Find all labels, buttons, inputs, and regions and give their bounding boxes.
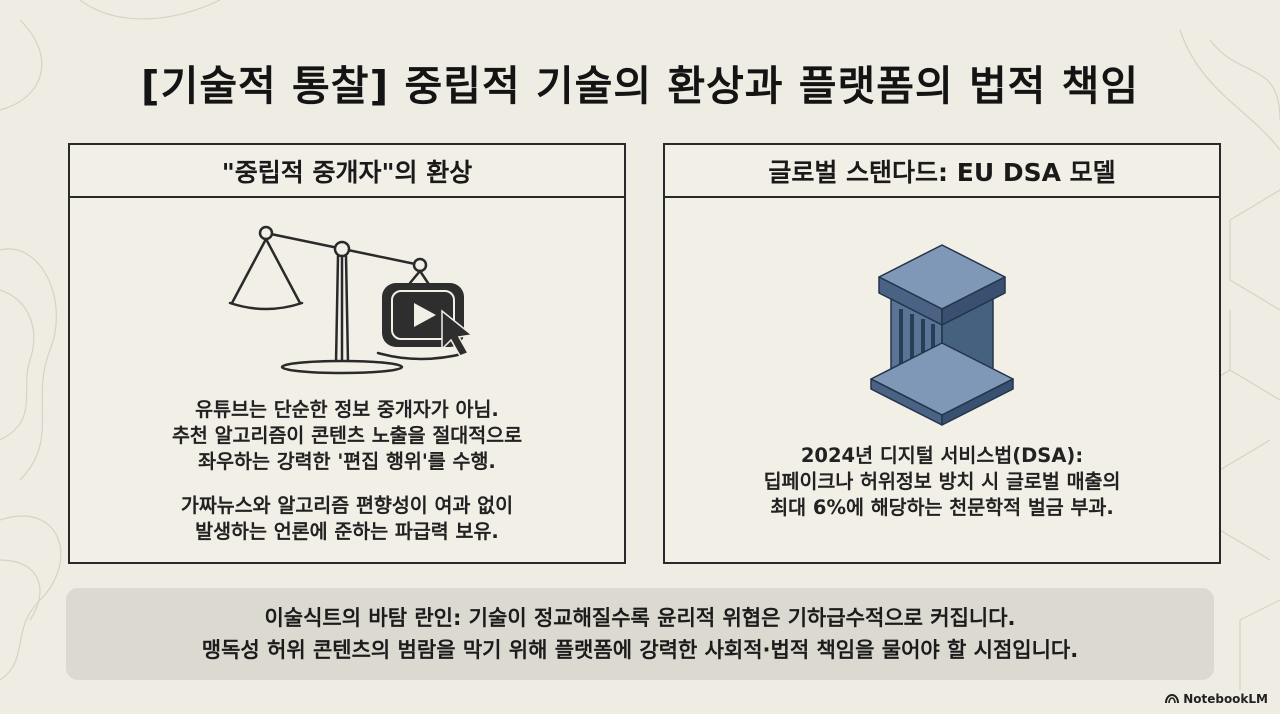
left-panel-text-1: 유튜브는 단순한 정보 중개자가 아님. 추천 알고리즘이 콘텐츠 노출을 절대… xyxy=(70,397,624,475)
brand-label: NotebookLM xyxy=(1183,692,1268,706)
conclusion-line-1: 이술식트의 바탐 란인: 기술이 정교해질수록 윤리적 위협은 기하급수적으로 … xyxy=(264,606,1016,630)
right-panel-heading: 글로벌 스탠다드: EU DSA 모델 xyxy=(665,145,1219,198)
right-text-line: 딥페이크나 허위정보 방치 시 글로벌 매출의 xyxy=(763,470,1121,493)
right-panel: 글로벌 스탠다드: EU DSA 모델 xyxy=(663,143,1221,564)
right-panel-text: 2024년 디지털 서비스법(DSA): 딥페이크나 허위정보 방치 시 글로벌… xyxy=(665,443,1219,521)
conclusion-banner: 이술식트의 바탐 란인: 기술이 정교해질수록 윤리적 위협은 기하급수적으로 … xyxy=(66,588,1214,680)
left-panel: "중립적 중개자"의 환상 xyxy=(68,143,626,564)
left-text-line: 발생하는 언론에 준하는 파급력 보유. xyxy=(195,520,499,543)
notebooklm-brand: NotebookLM xyxy=(1165,692,1268,706)
left-text-line: 추천 알고리즘이 콘텐츠 노출을 절대적으로 xyxy=(171,424,523,447)
pillar-icon xyxy=(665,217,1219,427)
left-text-line: 유튜브는 단순한 정보 중개자가 아님. xyxy=(195,398,499,421)
left-text-line: 좌우하는 강력한 '편집 행위'를 수행. xyxy=(198,450,496,473)
left-panel-heading: "중립적 중개자"의 환상 xyxy=(70,145,624,198)
right-text-line: 최대 6%에 해당하는 천문학적 벌금 부과. xyxy=(770,496,1114,519)
scale-with-video-play-icon xyxy=(70,215,624,385)
page-title: [기술적 통찰] 중립적 기술의 환상과 플랫폼의 법적 책임 xyxy=(140,62,1140,110)
left-panel-text-2: 가짜뉴스와 알고리즘 편향성이 여과 없이 발생하는 언론에 준하는 파급력 보… xyxy=(70,493,624,545)
left-text-line: 가짜뉴스와 알고리즘 편향성이 여과 없이 xyxy=(180,494,514,517)
right-text-line: 2024년 디지털 서비스법(DSA): xyxy=(800,444,1084,467)
conclusion-line-2: 맹독성 허위 콘텐츠의 범람을 막기 위해 플랫폼에 강력한 사회적·법적 책임… xyxy=(201,638,1079,662)
notebooklm-logo-icon xyxy=(1165,694,1180,704)
